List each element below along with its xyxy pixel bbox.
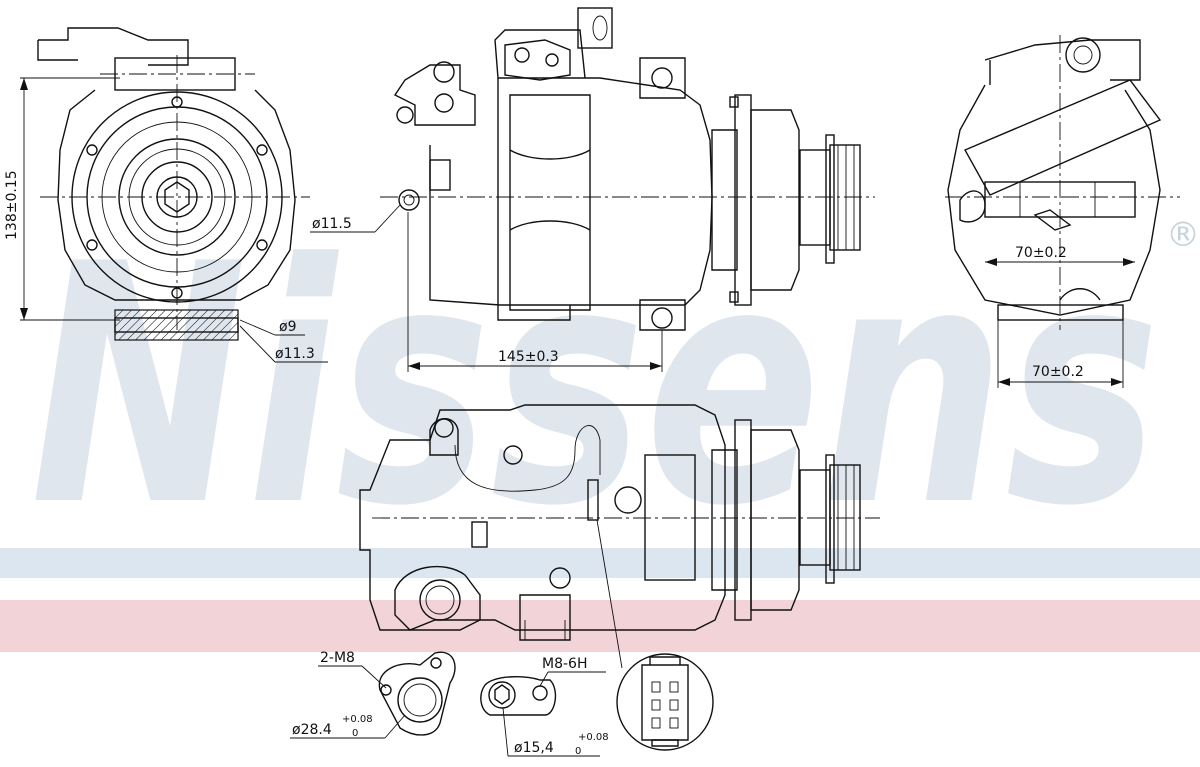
port-thread-label: 2-M8 — [320, 650, 355, 666]
height-label: 138±0.15 — [4, 170, 20, 240]
bore-label: ø11.5 — [312, 216, 352, 232]
registered-mark: ® — [1166, 215, 1200, 255]
watermark: Nissens ® — [0, 194, 1200, 652]
fitting-diameter-label: ø15,4 — [514, 740, 554, 756]
mount-section — [114, 309, 239, 341]
watermark-blue-band — [0, 548, 1200, 578]
height-dimension: 138±0.15 — [4, 77, 120, 321]
bore-dimension: ø11.5 — [310, 204, 401, 233]
watermark-text: Nissens — [30, 194, 1160, 578]
watermark-pink-band — [0, 600, 1200, 652]
fitting-thread-label: M8-6H — [542, 656, 587, 672]
port-tol-lower: 0 — [352, 728, 358, 739]
width-label: 145±0.3 — [498, 349, 559, 365]
fitting-detail: M8-6H ø15,4 +0.08 0 — [480, 656, 609, 757]
rear-inner-label: 70±0.2 — [1015, 245, 1067, 261]
side-view — [380, 7, 875, 331]
port-detail: 2-M8 ø28.4 +0.08 0 — [290, 650, 456, 739]
front-view — [37, 27, 310, 341]
connector-detail — [616, 653, 714, 751]
rear-dimensions: 70±0.2 70±0.2 — [985, 245, 1135, 388]
hatch-outer-label: ø11.3 — [275, 346, 315, 362]
port-tol-upper: +0.08 — [342, 714, 373, 725]
port-diameter-label: ø28.4 — [292, 722, 332, 738]
rear-view — [945, 35, 1180, 330]
hatch-inner-label: ø9 — [279, 319, 296, 335]
fitting-tol-lower: 0 — [575, 746, 581, 757]
rear-outer-label: 70±0.2 — [1032, 364, 1084, 380]
hatch-callouts: ø9 ø11.3 — [239, 319, 328, 363]
fitting-tol-upper: +0.08 — [578, 732, 609, 743]
width-dimension: 145±0.3 — [407, 212, 663, 372]
bottom-view — [359, 404, 880, 669]
